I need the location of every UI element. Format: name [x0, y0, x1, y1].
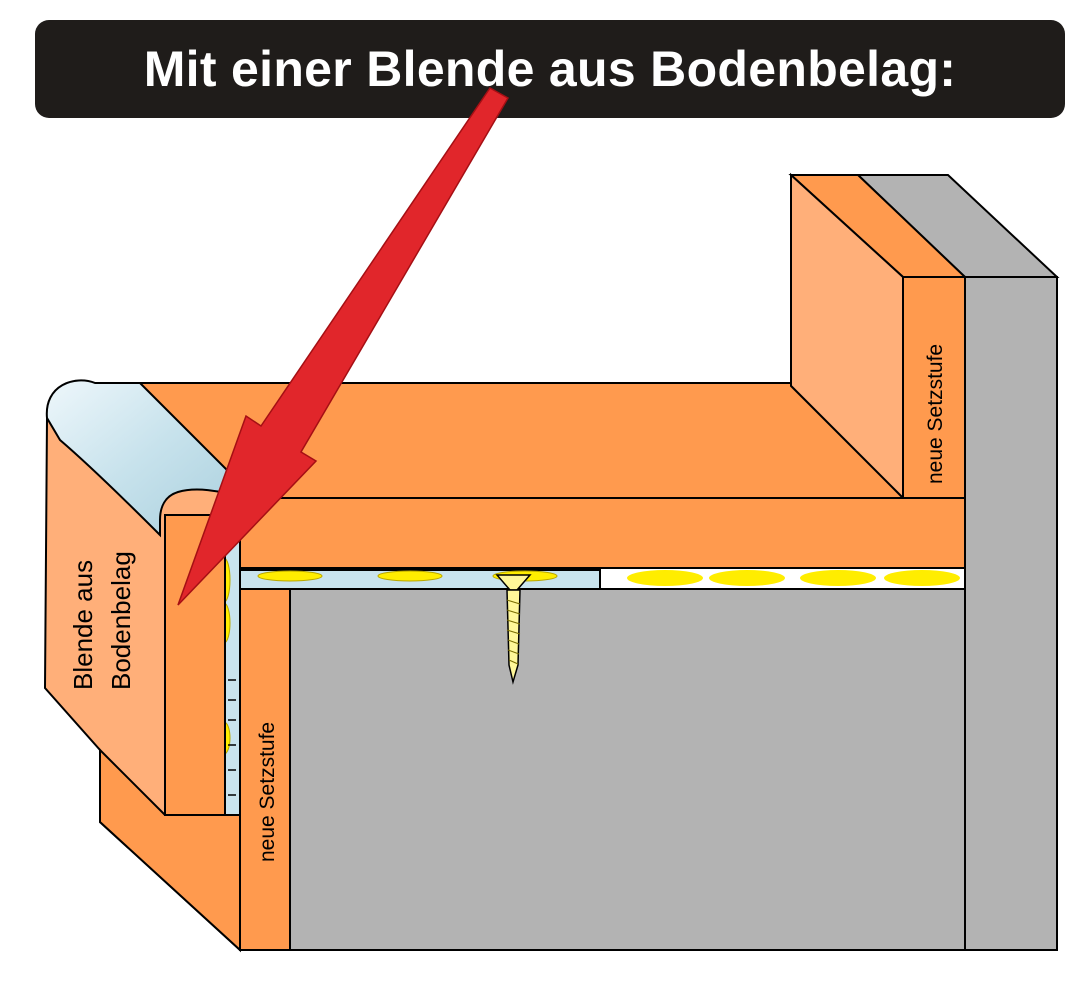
profile-teeth: [228, 679, 236, 796]
back-riser-group: neue Setzstufe: [788, 172, 1060, 951]
screw-thread: [506, 599, 521, 665]
blende-label-line1: Blende aus: [68, 560, 98, 690]
back-riser-label: neue Setzstufe: [924, 344, 947, 484]
front-riser-label: neue Setzstufe: [256, 722, 279, 862]
back-riser-face: [902, 276, 966, 499]
screw: [495, 574, 532, 685]
title-banner: [35, 20, 1065, 118]
tread-board: [239, 497, 966, 569]
blende-label-line2: Bodenbelag: [106, 551, 136, 690]
glue-dot: [627, 570, 703, 586]
back-wall-gray-face: [964, 276, 1058, 951]
glue-dot: [377, 570, 443, 582]
front-riser: [239, 588, 291, 951]
glue-dots: [627, 570, 960, 586]
red-arrow: [177, 87, 510, 606]
diagram-title: Mit einer Blende aus Bodenbelag:: [143, 41, 957, 97]
glue-dot: [884, 570, 960, 586]
glue-dot: [257, 570, 323, 582]
glue-dot: [800, 570, 876, 586]
concrete-step-body: [289, 588, 966, 951]
nosing-profile: [45, 379, 241, 538]
glue-dot: [709, 570, 785, 586]
